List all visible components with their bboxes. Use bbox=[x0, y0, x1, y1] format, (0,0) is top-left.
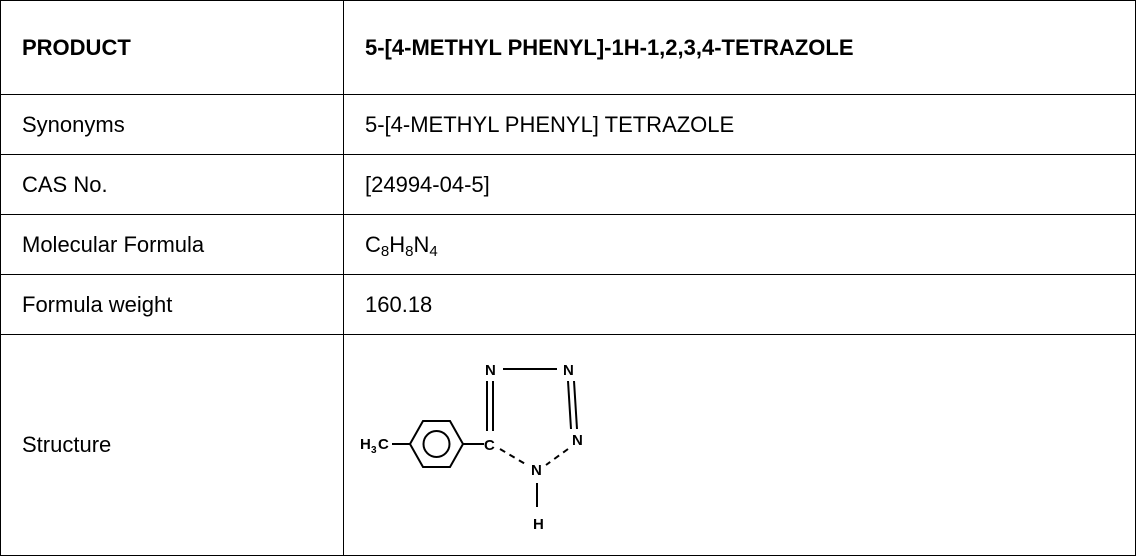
atom-label: N bbox=[563, 362, 574, 379]
structure-label: Structure bbox=[0, 334, 344, 556]
product-value: 5-[4-METHYL PHENYL]-1H-1,2,3,4-TETRAZOLE bbox=[343, 0, 1136, 95]
table-row-structure: Structure H 3 C C N N N N H bbox=[0, 334, 1136, 556]
synonyms-value: 5-[4-METHYL PHENYL] TETRAZOLE bbox=[343, 94, 1136, 155]
formula-element: H bbox=[389, 231, 406, 257]
formula-weight-label: Formula weight bbox=[0, 274, 344, 335]
cas-value: [24994-04-5] bbox=[343, 154, 1136, 215]
formula-count: 8 bbox=[405, 242, 414, 260]
atom-label: C bbox=[484, 437, 495, 454]
atom-label: C bbox=[378, 436, 389, 453]
dashed-bond bbox=[545, 448, 569, 466]
benzene-ring bbox=[408, 420, 465, 468]
cas-label: CAS No. bbox=[0, 154, 344, 215]
double-bond bbox=[567, 380, 572, 430]
table-row-cas: CAS No. [24994-04-5] bbox=[0, 154, 1136, 215]
synonyms-label: Synonyms bbox=[0, 94, 344, 155]
product-label: PRODUCT bbox=[0, 0, 344, 95]
formula-element: C bbox=[365, 231, 381, 257]
aromatic-circle bbox=[422, 430, 451, 458]
formula-count: 8 bbox=[380, 242, 390, 260]
atom-label: N bbox=[485, 362, 496, 379]
table-row-molecular-formula: Molecular Formula C8H8N4 bbox=[0, 214, 1136, 275]
atom-label: H bbox=[533, 516, 544, 533]
structure-diagram: H 3 C C N N N N H bbox=[360, 362, 583, 533]
atom-label: N bbox=[572, 432, 583, 449]
table-row-product: PRODUCT 5-[4-METHYL PHENYL]-1H-1,2,3,4-T… bbox=[0, 0, 1136, 95]
double-bond bbox=[573, 380, 578, 430]
molecular-formula-label: Molecular Formula bbox=[0, 214, 344, 275]
formula-count: 4 bbox=[429, 242, 438, 260]
dashed-bond bbox=[499, 448, 528, 466]
molecular-formula-value: C8H8N4 bbox=[343, 214, 1136, 275]
table-row-synonyms: Synonyms 5-[4-METHYL PHENYL] TETRAZOLE bbox=[0, 94, 1136, 155]
structure-cell: H 3 C C N N N N H bbox=[343, 334, 1136, 556]
atom-label: 3 bbox=[371, 445, 377, 456]
atom-label: N bbox=[531, 462, 542, 479]
table-row-formula-weight: Formula weight 160.18 bbox=[0, 274, 1136, 335]
formula-weight-value: 160.18 bbox=[343, 274, 1136, 335]
atom-label: H bbox=[360, 436, 371, 453]
formula-element: N bbox=[413, 231, 430, 257]
